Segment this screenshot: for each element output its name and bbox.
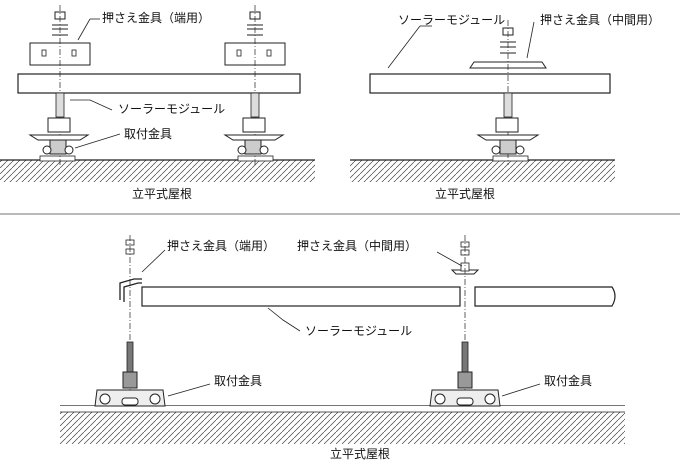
label-roof: 立平式屋根 <box>330 446 390 461</box>
label-solar-module: ソーラーモジュール <box>398 13 505 27</box>
label-roof: 立平式屋根 <box>132 186 192 201</box>
mounting-bracket <box>476 92 540 155</box>
label-solar-module: ソーラーモジュール <box>118 102 225 116</box>
label-middle-clamp: 押さえ金具（中間用） <box>297 238 417 253</box>
solar-module-left <box>141 286 461 307</box>
label-end-clamp: 押さえ金具（端用） <box>102 10 210 25</box>
mounting-bracket-right <box>429 341 501 407</box>
label-middle-clamp: 押さえ金具（中間用） <box>540 12 660 27</box>
roof-surface <box>0 155 315 182</box>
bottom-panel: 押さえ金具（端用） 押さえ金具（中間用） ソーラーモジュール 取付金具 取付金具… <box>60 235 625 461</box>
mounting-bracket-right <box>223 92 285 155</box>
top-left-panel: 押さえ金具（端用） ソーラーモジュール 取付金具 立平式屋根 <box>0 5 315 201</box>
solar-module <box>17 73 301 94</box>
end-clamp <box>119 239 142 302</box>
solar-module-right <box>474 286 616 307</box>
roof-surface <box>60 405 625 444</box>
top-right-panel: ソーラーモジュール 押さえ金具（中間用） 立平式屋根 <box>350 12 660 201</box>
roof-surface <box>350 155 615 182</box>
mounting-bracket-left <box>94 341 166 407</box>
label-end-clamp: 押さえ金具（端用） <box>167 238 275 253</box>
label-mounting-bracket: 取付金具 <box>124 126 172 141</box>
label-solar-module: ソーラーモジュール <box>305 324 412 338</box>
label-roof: 立平式屋根 <box>435 186 495 201</box>
label-mounting-bracket-right: 取付金具 <box>544 373 592 388</box>
mounting-bracket-left <box>28 92 90 155</box>
label-mounting-bracket-left: 取付金具 <box>214 373 262 388</box>
solar-module <box>369 73 611 94</box>
